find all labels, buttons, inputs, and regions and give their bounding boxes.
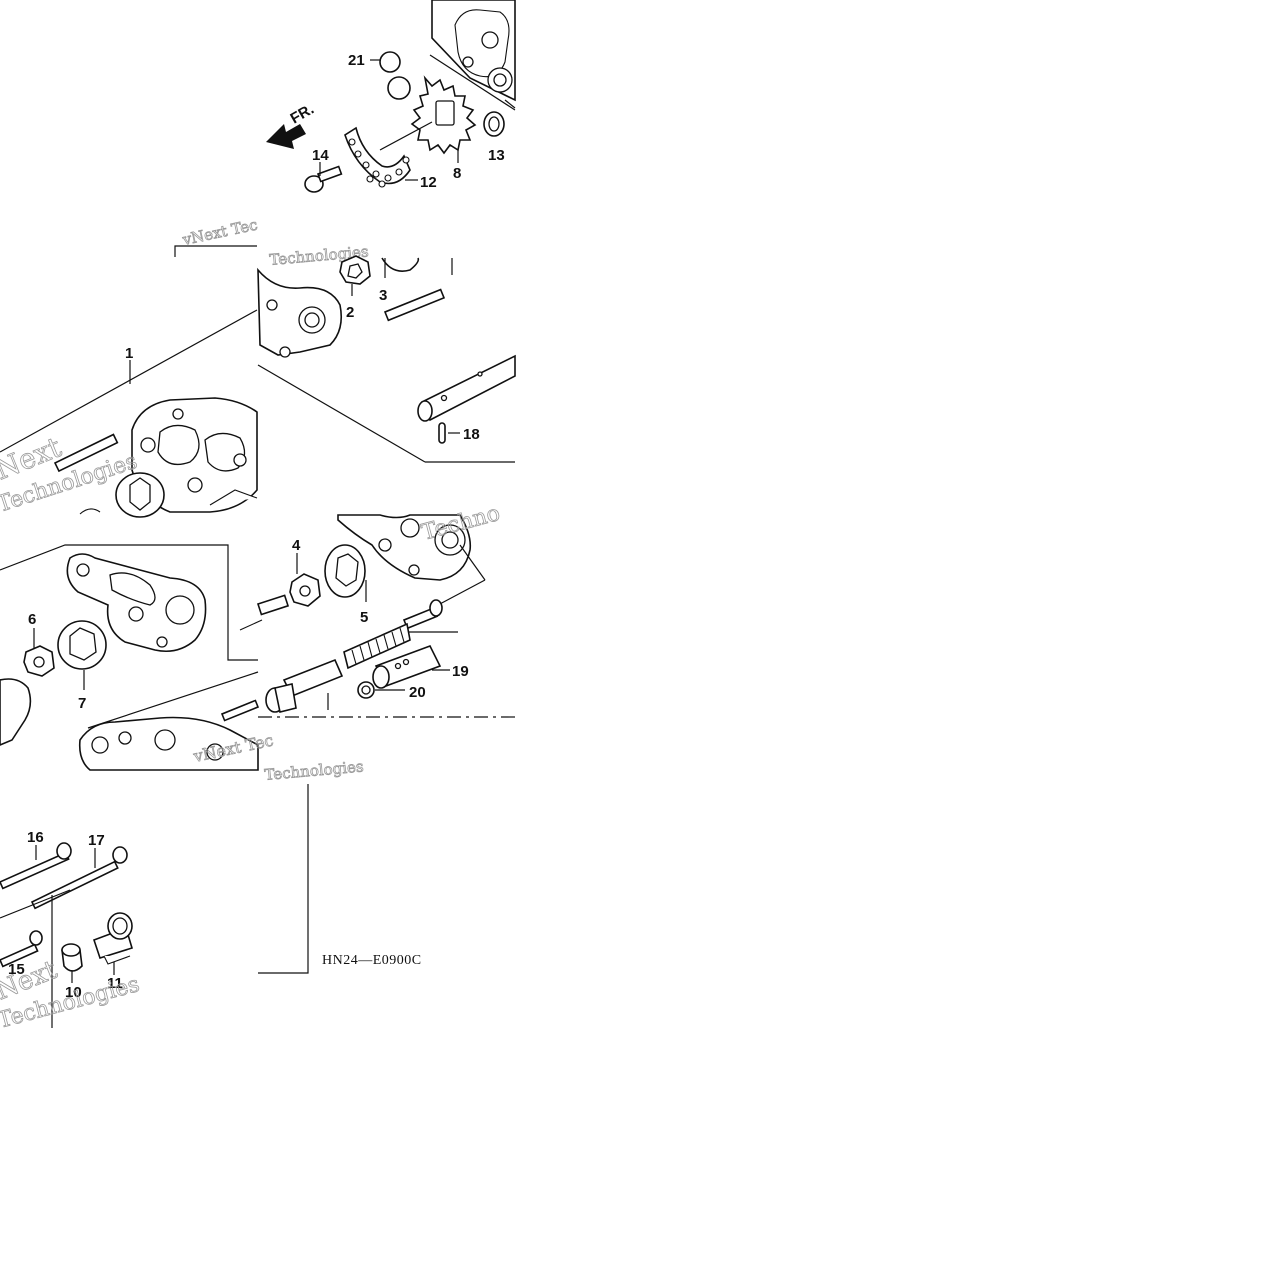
front-direction-arrow-icon: FR. bbox=[266, 101, 317, 149]
callout-14: 14 bbox=[312, 147, 329, 164]
bolt-part-16 bbox=[0, 842, 72, 890]
callout-18: 18 bbox=[463, 426, 480, 443]
tile-bottom-left: 16 17 15 10 11 Next T bbox=[0, 829, 143, 1034]
callout-2: 2 bbox=[346, 304, 354, 321]
tile-top-right: 21 FR. 8 13 12 bbox=[266, 0, 516, 193]
callout-15: 15 bbox=[8, 961, 25, 978]
callout-8: 8 bbox=[453, 165, 461, 182]
case-fragment bbox=[0, 678, 32, 746]
callout-3: 3 bbox=[379, 287, 387, 304]
diagram-code: HN24—E0900C bbox=[322, 953, 422, 968]
callout-17: 17 bbox=[88, 832, 105, 849]
oil-pump-body-part-1 bbox=[131, 397, 258, 513]
callout-7: 7 bbox=[78, 695, 86, 712]
collar-part-10 bbox=[61, 943, 83, 972]
callout-20: 20 bbox=[409, 684, 426, 701]
watermark-text: vNext Tec bbox=[180, 216, 259, 250]
tile-bottom-right: Technologies HN24—E0900C bbox=[258, 757, 422, 974]
relief-valve-housing bbox=[337, 514, 472, 581]
callout-10: 10 bbox=[65, 984, 82, 1001]
callout-5: 5 bbox=[360, 609, 368, 626]
callout-16: 16 bbox=[27, 829, 44, 846]
pump-cover-part bbox=[257, 267, 343, 358]
o-ring-part-21 bbox=[379, 51, 411, 100]
tile-lower-right: Techno 4 5 bbox=[258, 501, 515, 718]
inner-rotor-part-4 bbox=[289, 573, 321, 607]
tile-middle-right: Technologies 2 3 18 bbox=[257, 242, 516, 463]
pump-plate-part bbox=[66, 553, 207, 653]
outer-rotor-part-7 bbox=[57, 620, 107, 670]
bolt-part-15 bbox=[0, 930, 43, 968]
dowel-pin bbox=[256, 594, 290, 616]
callout-13: 13 bbox=[488, 147, 505, 164]
callout-1: 1 bbox=[125, 345, 133, 362]
tile-lower-left: 7 6 vNext Tec bbox=[0, 544, 290, 771]
rotor-part bbox=[115, 472, 165, 518]
callout-6: 6 bbox=[28, 611, 36, 628]
chain-part-12 bbox=[344, 126, 411, 188]
lower-housing-part bbox=[78, 716, 259, 771]
relief-valve-piston bbox=[265, 658, 344, 713]
spring-stub bbox=[239, 619, 263, 631]
rotor-pin bbox=[383, 288, 446, 322]
crankcase-cover-part bbox=[429, 0, 516, 111]
pin-part-18 bbox=[438, 422, 446, 444]
outer-rotor-part-5 bbox=[324, 544, 366, 598]
callout-11: 11 bbox=[107, 975, 123, 992]
tile-middle-left: 1 Next Technologies vNext Tec bbox=[0, 215, 259, 518]
relief-valve-spring bbox=[343, 622, 411, 670]
callout-21: 21 bbox=[348, 52, 365, 69]
inner-rotor-part-6 bbox=[23, 645, 55, 677]
dowel-pin bbox=[53, 433, 119, 473]
watermark-text: Technologies bbox=[264, 757, 364, 784]
outer-rotor-part-3 bbox=[381, 257, 420, 272]
sprocket-part-8 bbox=[410, 75, 477, 155]
bolt-part-14 bbox=[304, 165, 343, 193]
inner-rotor-part-2 bbox=[339, 255, 371, 285]
pump-shaft-part bbox=[417, 354, 516, 422]
sleeve-part-19 bbox=[372, 645, 442, 689]
callout-4: 4 bbox=[292, 537, 301, 554]
stud bbox=[220, 699, 260, 722]
callout-19: 19 bbox=[452, 663, 469, 680]
front-label: FR. bbox=[288, 101, 317, 128]
strainer-part-11 bbox=[92, 912, 133, 965]
callout-12: 12 bbox=[420, 174, 437, 191]
relief-valve-bolt bbox=[402, 599, 443, 630]
